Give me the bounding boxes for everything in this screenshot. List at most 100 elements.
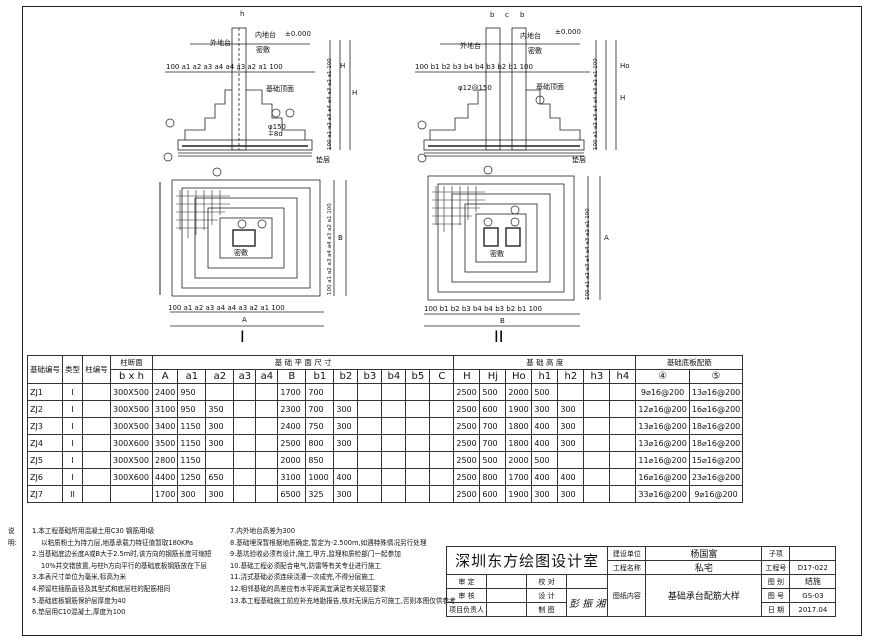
cell-r4: 11⌀16@200	[635, 451, 690, 469]
outer-floor-label-ii: 外地台	[460, 41, 481, 50]
section-label-i: I	[240, 327, 245, 345]
cell-col	[82, 383, 111, 401]
note-line: 5.基础底板钢筋保护层厚度为40	[32, 596, 126, 605]
cell-h2: 300	[557, 485, 585, 503]
foundation-top-label-ii: 基础顶面	[536, 82, 564, 91]
cell-col	[82, 434, 111, 452]
cell-size: 300X500	[110, 417, 153, 435]
cell-b1: 1000	[305, 468, 335, 486]
cell-h4	[609, 417, 637, 435]
subheader-a1: a1	[177, 369, 207, 384]
cell-a3	[233, 383, 257, 401]
subheader-b1: b1	[305, 369, 335, 384]
project-label: 工程名称	[607, 560, 647, 575]
cell-a3	[233, 451, 257, 469]
cell-a1: 950	[177, 400, 207, 418]
table-header-row-2: b x h A a1 a2 a3 a4 B b1 b2 b3 b4 b5 C H…	[28, 369, 744, 384]
subheader-h3: h3	[583, 369, 611, 384]
note-line: 11.浇式基础必须连续浇灌一次成完,不得分层施工	[230, 573, 375, 582]
cell-h3	[583, 451, 611, 469]
cell-h2: 300	[557, 400, 585, 418]
wall-label-ii: 密敷	[528, 46, 542, 55]
cell-B: 6500	[277, 485, 307, 503]
cell-size: 300X500	[110, 383, 153, 401]
cell-h2: 400	[557, 468, 585, 486]
cell-r4: 12⌀16@200	[635, 400, 690, 418]
subheader-rebar-5: ⑤	[688, 369, 744, 384]
cell-a2: 300	[205, 485, 235, 503]
subitem-label: 子项	[761, 546, 791, 561]
cell-b4	[381, 434, 407, 452]
cell-type: I	[62, 434, 83, 452]
cell-a4	[255, 434, 279, 452]
top-dims-i: 100 a1 a2 a3 a4 a4 a3 a2 a1 100	[166, 63, 283, 71]
company-name: 深圳东方绘图设计室	[445, 546, 609, 575]
header-base-no: 基础编号	[27, 355, 63, 384]
date-label: 日 期	[761, 602, 791, 617]
note-line: 13.本工程基础施工前应补充地勘报告,核对无误后方可施工,否则本图仅供参考	[230, 596, 456, 605]
cell-b5	[405, 451, 431, 469]
content-label: 图纸内容	[607, 574, 647, 617]
note-line: 2.当基础底边长度A或B大于2.5m时,该方向的钢筋长度可缩短	[32, 550, 212, 559]
cell-H: 2500	[453, 451, 481, 469]
cell-b4	[381, 383, 407, 401]
A-label-i: A	[242, 316, 247, 324]
cell-size	[110, 485, 153, 503]
cell-h1: 500	[531, 383, 559, 401]
H-label-i-b: H	[352, 89, 357, 97]
title-block: 深圳东方绘图设计室 建设单位 杨国富 子项 工程名称 私宅 工程号 D17-02…	[445, 546, 837, 617]
cell-a3	[233, 400, 257, 418]
inner-floor-label-i: 内地台	[255, 30, 276, 39]
project-value: 私宅	[645, 560, 763, 575]
header-rebar: 基础底板配筋	[635, 355, 744, 370]
subheader-b3: b3	[357, 369, 383, 384]
subheader-bxh: b x h	[110, 369, 153, 384]
cell-a4	[255, 485, 279, 503]
cell-b1: 850	[305, 451, 335, 469]
note-line: 6.垫层用C10混凝土,厚度为100	[32, 608, 126, 617]
cell-b5	[405, 400, 431, 418]
plan-outline-ii	[427, 175, 575, 301]
cell-B: 2500	[277, 434, 307, 452]
sheet-frame	[22, 6, 862, 636]
cell-b5	[405, 417, 431, 435]
cell-b2: 300	[333, 400, 359, 418]
Ho-label-ii: Ho	[620, 62, 630, 70]
bottom-dims-i: 100 a1 a2 a3 a4 a4 a3 a2 a1 100	[168, 304, 285, 312]
cell-type: I	[62, 383, 83, 401]
subheader-a2: a2	[205, 369, 235, 384]
note-line: 7.内外地台高差为300	[230, 527, 296, 535]
subheader-a4: a4	[255, 369, 279, 384]
header-col-size: 柱断面	[110, 355, 153, 370]
draw-label: 制 图	[526, 602, 567, 617]
cell-Hj: 500	[479, 383, 507, 401]
no-label: 图 号	[761, 588, 791, 603]
cell-a1: 1150	[177, 434, 207, 452]
plan-vert-dims-ii: 100 a1 a2 a3 a4 a4 a3 a2 a1 100	[585, 208, 591, 300]
cushion-label-ii: 垫层	[572, 155, 586, 164]
cell-C	[429, 383, 455, 401]
elevation-label-ii: ±0.000	[555, 28, 581, 36]
cell-r4: 9⌀16@200	[635, 383, 690, 401]
review-label: 审 定	[446, 574, 487, 589]
cell-r5: 23⌀16@200	[688, 468, 744, 486]
cell-A: 3500	[151, 434, 179, 452]
dim-h-label-i: h	[240, 10, 244, 18]
H-label-ii: H	[620, 94, 625, 102]
cell-h1: 300	[531, 485, 559, 503]
header-type: 类型	[62, 355, 83, 384]
cell-r4: 33⌀16@200	[635, 485, 690, 503]
cell-Ho: 1900	[505, 400, 533, 418]
cell-C	[429, 485, 455, 503]
cell-a2	[205, 383, 235, 401]
cell-col	[82, 417, 111, 435]
cell-Hj: 800	[479, 468, 507, 486]
note-line: 4.预留柱插筋直径及其型式和底层柱的配筋相同	[32, 584, 171, 593]
note-line: 3.本表尺寸单位为毫米,标高为米	[32, 573, 127, 582]
cell-a1: 300	[177, 485, 207, 503]
